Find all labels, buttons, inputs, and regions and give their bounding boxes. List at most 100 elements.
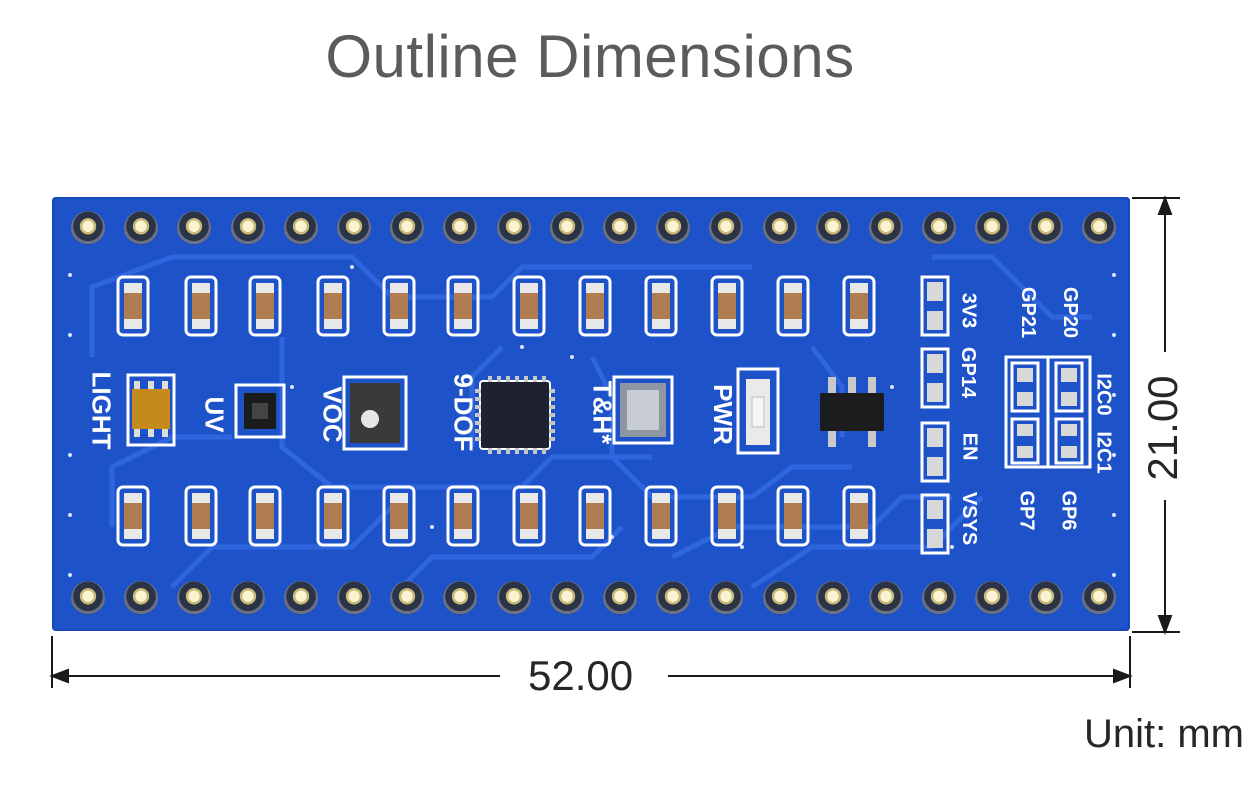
page-title: Outline Dimensions (325, 23, 855, 90)
header-pin (496, 581, 531, 615)
header-pin (762, 581, 797, 615)
smd-component (644, 485, 678, 547)
header-pins-bottom (52, 569, 1130, 629)
smd-component (116, 275, 150, 337)
smd-component (248, 275, 282, 337)
header-pin (230, 211, 265, 245)
header-pin (603, 581, 637, 615)
smd-component (382, 275, 416, 337)
header-pin (124, 211, 159, 245)
header-pin (71, 211, 105, 245)
header-pin (390, 581, 425, 615)
pcb-traces (89, 254, 1092, 590)
header-pin (177, 581, 212, 615)
height-dimension: 21.00 (1139, 375, 1186, 481)
smd-component (316, 275, 350, 337)
smd-component (776, 275, 810, 337)
label-th: T&H* (587, 380, 618, 445)
label-voc: VOC (317, 386, 348, 443)
smd-component (776, 485, 810, 547)
smd-component (382, 485, 416, 547)
header-pin (337, 581, 371, 615)
smd-component (316, 485, 350, 547)
temp-humidity-sensor (612, 375, 674, 445)
header-pin (549, 581, 584, 615)
board-artwork (68, 254, 1116, 590)
label-i2c1: I2C1 (1092, 431, 1115, 474)
smd-component (116, 485, 150, 547)
header-pin (656, 581, 691, 615)
header-pin (1028, 581, 1063, 615)
label-light: LIGHT (86, 371, 117, 450)
label-gp14: GP14 (957, 346, 980, 399)
power-led (736, 367, 780, 455)
light-sensor (126, 373, 176, 447)
smd-component (184, 275, 218, 337)
unit-label: Unit: mm (1084, 712, 1244, 756)
header-pin (869, 211, 903, 245)
regulator-chip (820, 377, 884, 447)
header-pin (496, 211, 531, 245)
uv-sensor (234, 383, 286, 439)
smd-component (710, 275, 744, 337)
smd-component (842, 275, 876, 337)
header-pin (815, 211, 850, 245)
imu-chip (475, 376, 555, 454)
header-pin (709, 211, 744, 245)
label-uv: UV (199, 396, 230, 433)
smd-components-bottom (116, 485, 876, 547)
label-en: EN (958, 432, 981, 461)
header-pin (549, 211, 584, 245)
header-pin (975, 211, 1010, 245)
smd-component (446, 275, 480, 337)
height-arrow-top (1157, 195, 1173, 215)
header-pin (815, 581, 850, 615)
header-pin (656, 211, 691, 245)
smd-component (644, 275, 678, 337)
header-pin (390, 211, 425, 245)
header-pin (230, 581, 265, 615)
height-arrow-bottom (1157, 615, 1173, 635)
header-pin (1028, 211, 1063, 245)
label-vsys: VSYS (958, 491, 981, 546)
header-pin (922, 581, 957, 615)
header-pin (283, 581, 318, 615)
pcb-board: LIGHT UV VOC 9-DOF T&H* PWR 3V3 GP14 EN … (52, 197, 1130, 631)
header-pin (603, 211, 637, 245)
header-pin (71, 581, 105, 615)
width-arrow-left (49, 668, 69, 684)
label-gp6: GP6 (1057, 490, 1080, 531)
smd-component (512, 275, 546, 337)
header-pin (177, 211, 212, 245)
label-gp21: GP21 (1017, 286, 1040, 339)
smd-component (512, 485, 546, 547)
header-pin (922, 211, 957, 245)
jumper-pads-left (920, 275, 950, 555)
smd-component (578, 275, 612, 337)
i2c-jumpers (1004, 355, 1092, 469)
header-pin (975, 581, 1010, 615)
vias (68, 265, 1116, 577)
label-3v3: 3V3 (957, 292, 980, 329)
smd-component (248, 485, 282, 547)
smd-component (842, 485, 876, 547)
label-gp20: GP20 (1059, 286, 1082, 339)
header-pin (337, 211, 371, 245)
header-pin (1081, 211, 1116, 245)
voc-sensor (342, 375, 408, 451)
header-pin (869, 581, 903, 615)
header-pins-top (52, 199, 1130, 259)
label-9dof: 9-DOF (448, 373, 479, 452)
width-dimension: 52.00 (528, 652, 634, 699)
header-pin (709, 581, 744, 615)
header-pin (124, 581, 159, 615)
smd-component (184, 485, 218, 547)
header-pin (443, 581, 478, 615)
label-pwr: PWR (707, 384, 738, 445)
header-pin (283, 211, 318, 245)
label-i2c0: I2C0 (1092, 373, 1115, 416)
smd-components-top (116, 275, 876, 337)
width-arrow-right (1113, 668, 1133, 684)
header-pin (762, 211, 797, 245)
header-pin (1081, 581, 1116, 615)
